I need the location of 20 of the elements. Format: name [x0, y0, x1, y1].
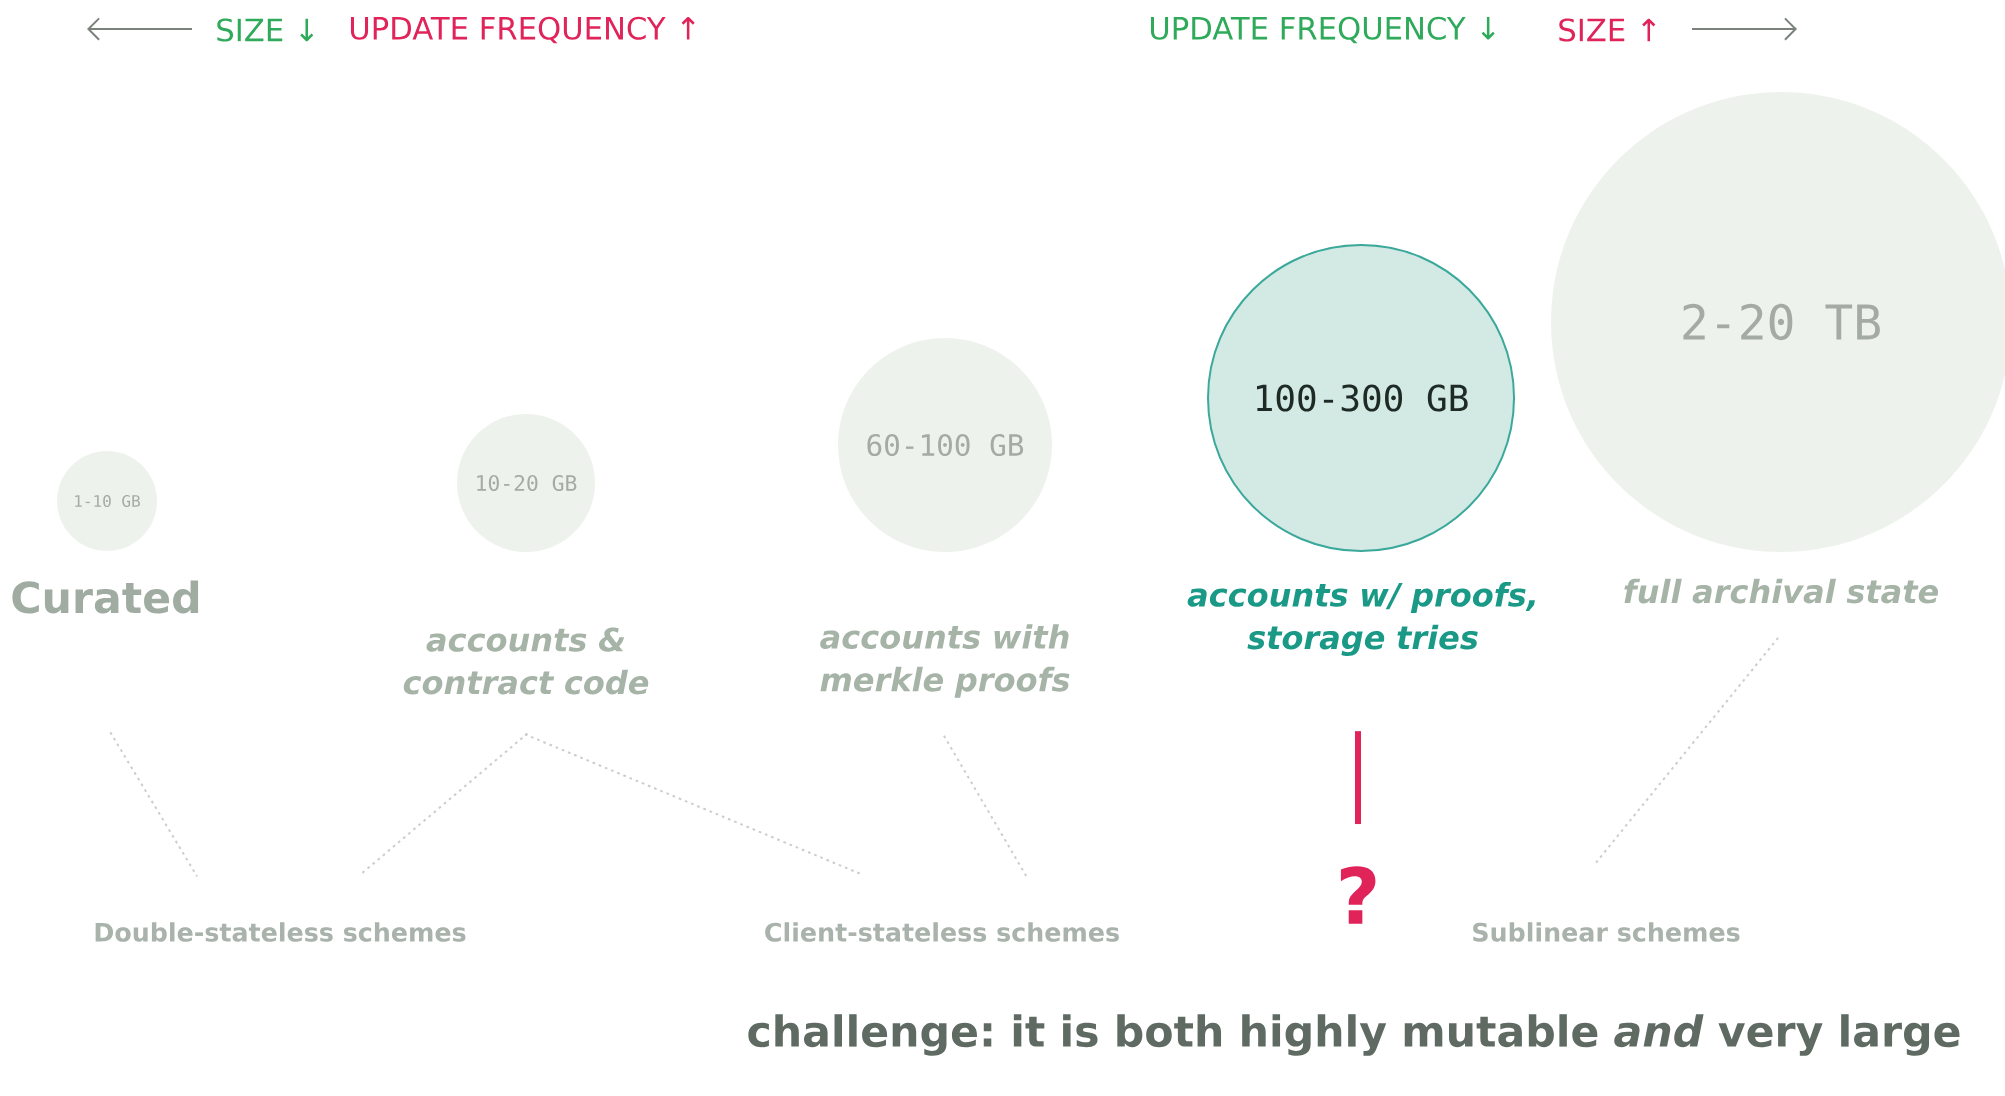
heading-text: UPDATE FREQUENCY ↓ [1150, 16, 1495, 44]
caption-text: full archival state [1624, 578, 1939, 604]
connector-line [109, 731, 199, 878]
connector-line [1355, 731, 1361, 825]
connector-line [942, 734, 1028, 878]
challenge-text: challenge: it is both highly mutable and very large [748, 1014, 1960, 1056]
caption-text: Curated [12, 580, 199, 614]
heading-text: SIZE ↓ [217, 18, 314, 42]
heading-text: SIZE ↑ [1559, 18, 1656, 42]
caption-text: accounts & contract code [403, 627, 649, 695]
question-mark: ? [1340, 866, 1376, 924]
connector-line [359, 732, 529, 876]
scheme-text: Sublinear schemes [1473, 922, 1740, 942]
connector-line [1593, 636, 1780, 866]
caption-text: accounts with merkle proofs [820, 624, 1070, 698]
heading-text: UPDATE FREQUENCY ↑ [350, 16, 695, 44]
scheme-text: Client-stateless schemes [765, 922, 1119, 942]
connector-line [523, 733, 862, 875]
scheme-text: Double-stateless schemes [95, 922, 466, 942]
caption-text: accounts w/ proofs, storage tries [1187, 582, 1535, 656]
